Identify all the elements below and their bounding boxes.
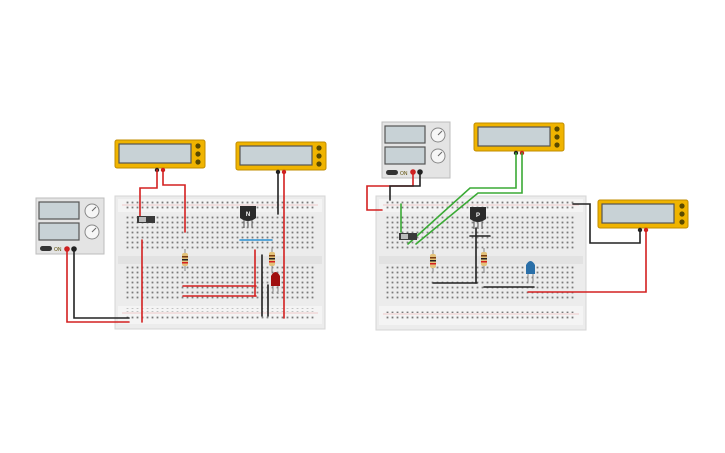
resistor-1[interactable]: [182, 249, 188, 271]
multimeter-display: [239, 145, 313, 166]
multimeter-2[interactable]: [235, 141, 327, 175]
led-blue[interactable]: [526, 261, 535, 282]
led-red[interactable]: [271, 272, 280, 294]
breadboard[interactable]: [114, 195, 326, 330]
wires[interactable]: [66, 169, 285, 323]
slide-switch[interactable]: [399, 233, 417, 240]
power-supply[interactable]: ON: [381, 121, 451, 179]
transistor-label: P: [476, 213, 480, 219]
resistor-1[interactable]: [430, 250, 436, 273]
pnp-transistor[interactable]: P: [470, 207, 486, 229]
pnp-circuit: ON: [366, 121, 689, 331]
voltage-display: [384, 125, 426, 144]
multimeter-2[interactable]: [597, 199, 689, 233]
wires[interactable]: [366, 152, 647, 293]
multimeter-display: [601, 203, 675, 224]
resistor-2[interactable]: [481, 248, 487, 273]
output-label: ON: [400, 171, 408, 177]
current-display: [38, 222, 80, 241]
power-supply[interactable]: ON: [35, 197, 105, 255]
output-toggle[interactable]: [386, 170, 398, 175]
voltage-display: [38, 201, 80, 220]
resistor-2[interactable]: [269, 248, 275, 272]
multimeter-display: [118, 143, 192, 164]
multimeter-1[interactable]: [114, 139, 206, 173]
current-display: [384, 146, 426, 165]
multimeter-display: [477, 126, 551, 147]
output-label: ON: [54, 247, 62, 253]
output-toggle[interactable]: [40, 246, 52, 251]
npn-transistor[interactable]: N: [240, 206, 256, 228]
transistor-label: N: [246, 212, 250, 218]
slide-switch[interactable]: [137, 216, 155, 223]
multimeter-1[interactable]: [473, 122, 565, 156]
npn-circuit: ON: [35, 139, 327, 330]
